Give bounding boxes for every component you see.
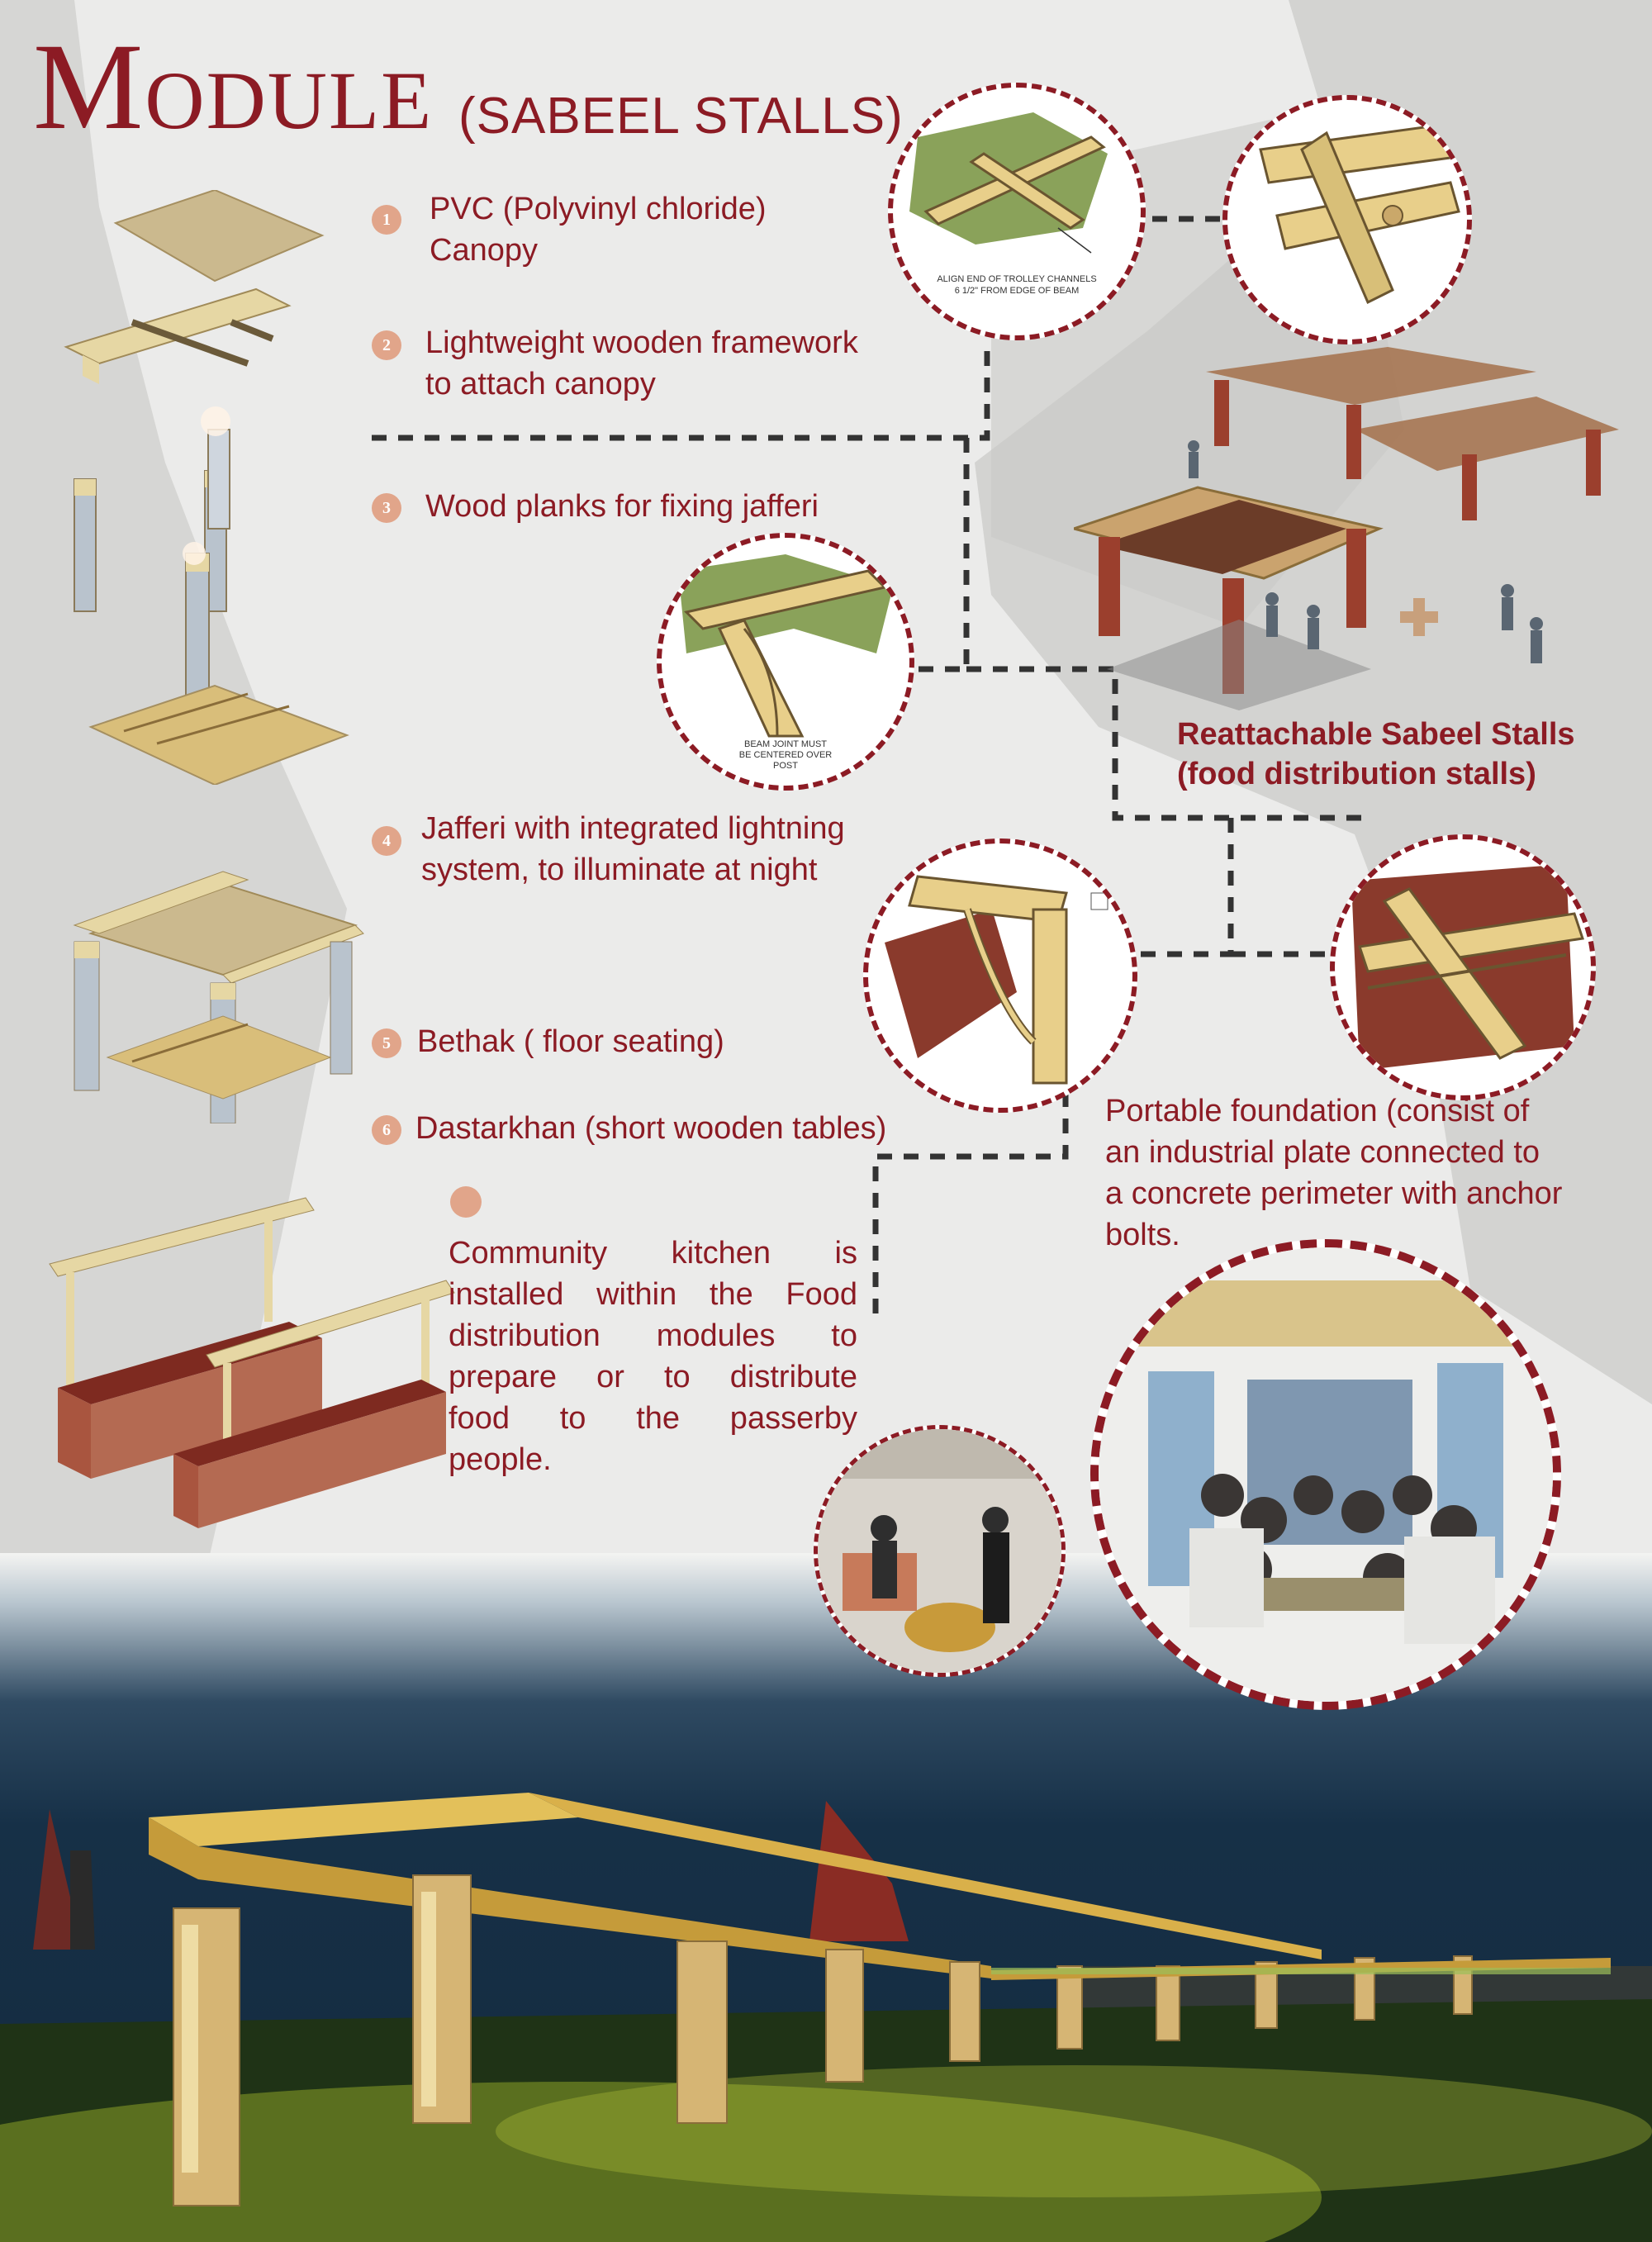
item-label-line: Jafferi with integrated lightning <box>421 811 845 846</box>
foundation-text-line: bolts. <box>1105 1218 1180 1252</box>
kitchen-photo-circle <box>814 1425 1066 1677</box>
exploded-module-illustration <box>64 190 349 785</box>
kitchen-text-line: people. <box>449 1442 552 1477</box>
foundation-text-line: a concrete perimeter with anchor <box>1105 1176 1563 1211</box>
page-subtitle: (SABEEL STALLS) <box>458 88 904 145</box>
kitchen-text-line: food to the passerby <box>449 1401 857 1436</box>
kitchen-text-line: prepare or to distribute <box>449 1360 857 1394</box>
item-label-dastarkhan: Dastarkhan (short wooden tables) <box>415 1111 887 1146</box>
beam-note-line: BEAM JOINT MUST <box>744 739 827 749</box>
item-number-badge: 4 <box>372 826 401 856</box>
reattachable-stalls-illustration <box>1074 347 1619 710</box>
detail-trolley-channel: ALIGN END OF TROLLEY CHANNELS 6 1/2" FRO… <box>888 83 1146 340</box>
item-label-framework: Lightweight wooden framework to attach c… <box>425 322 858 405</box>
item-label-line: system, to illuminate at night <box>421 853 818 887</box>
item-label-wood-planks: Wood planks for fixing jafferi <box>425 489 819 524</box>
page-title: MODULE <box>33 18 434 155</box>
night-render-illustration <box>0 1793 1652 2242</box>
caption-line: (food distribution stalls) <box>1177 757 1536 791</box>
item-label-jafferi: Jafferi with integrated lightning system… <box>421 808 845 891</box>
item-label-line: Lightweight wooden framework <box>425 325 858 360</box>
dining-photo-circle <box>1090 1239 1561 1710</box>
item-number-badge: 2 <box>372 330 401 360</box>
foundation-text-line: an industrial plate connected to <box>1105 1135 1540 1170</box>
kitchen-marker-dot <box>450 1186 482 1218</box>
beam-note-line: BE CENTERED OVER <box>739 750 833 760</box>
item-number-badge: 1 <box>372 205 401 235</box>
item-number-badge: 3 <box>372 493 401 523</box>
item-label-line: to attach canopy <box>425 367 656 401</box>
detail-beam-joint-top <box>1222 95 1472 344</box>
trolley-note-line: ALIGN END OF TROLLEY CHANNELS <box>937 274 1096 284</box>
portable-foundation-text: Portable foundation (consist of an indus… <box>1105 1090 1562 1256</box>
reattachable-stalls-caption: Reattachable Sabeel Stalls (food distrib… <box>1177 715 1575 794</box>
community-kitchen-text: Community kitchen is installed within th… <box>449 1233 857 1480</box>
item-label-line: PVC (Polyvinyl chloride) <box>430 192 767 226</box>
community-kitchen-illustration <box>49 1197 455 1528</box>
caption-line: Reattachable Sabeel Stalls <box>1177 717 1575 752</box>
trolley-note-line: 6 1/2" FROM EDGE OF BEAM <box>955 286 1080 296</box>
detail-bracket-joint <box>863 838 1137 1113</box>
item-number-badge: 6 <box>372 1115 401 1145</box>
detail-crossing-beams <box>1330 834 1596 1100</box>
kitchen-text-line: installed within the Food <box>449 1277 857 1312</box>
assembled-module-illustration <box>73 871 364 1123</box>
kitchen-text-line: distribution modules to <box>449 1318 857 1353</box>
kitchen-text-line: Community kitchen is <box>449 1236 857 1271</box>
beam-note-line: POST <box>773 761 798 771</box>
detail-beam-over-post: BEAM JOINT MUST BE CENTERED OVER POST <box>657 533 914 791</box>
item-number-badge: 5 <box>372 1028 401 1058</box>
item-label-bethak: Bethak ( floor seating) <box>417 1024 724 1059</box>
item-label-canopy: PVC (Polyvinyl chloride) Canopy <box>430 188 767 271</box>
item-label-line: Canopy <box>430 233 538 268</box>
